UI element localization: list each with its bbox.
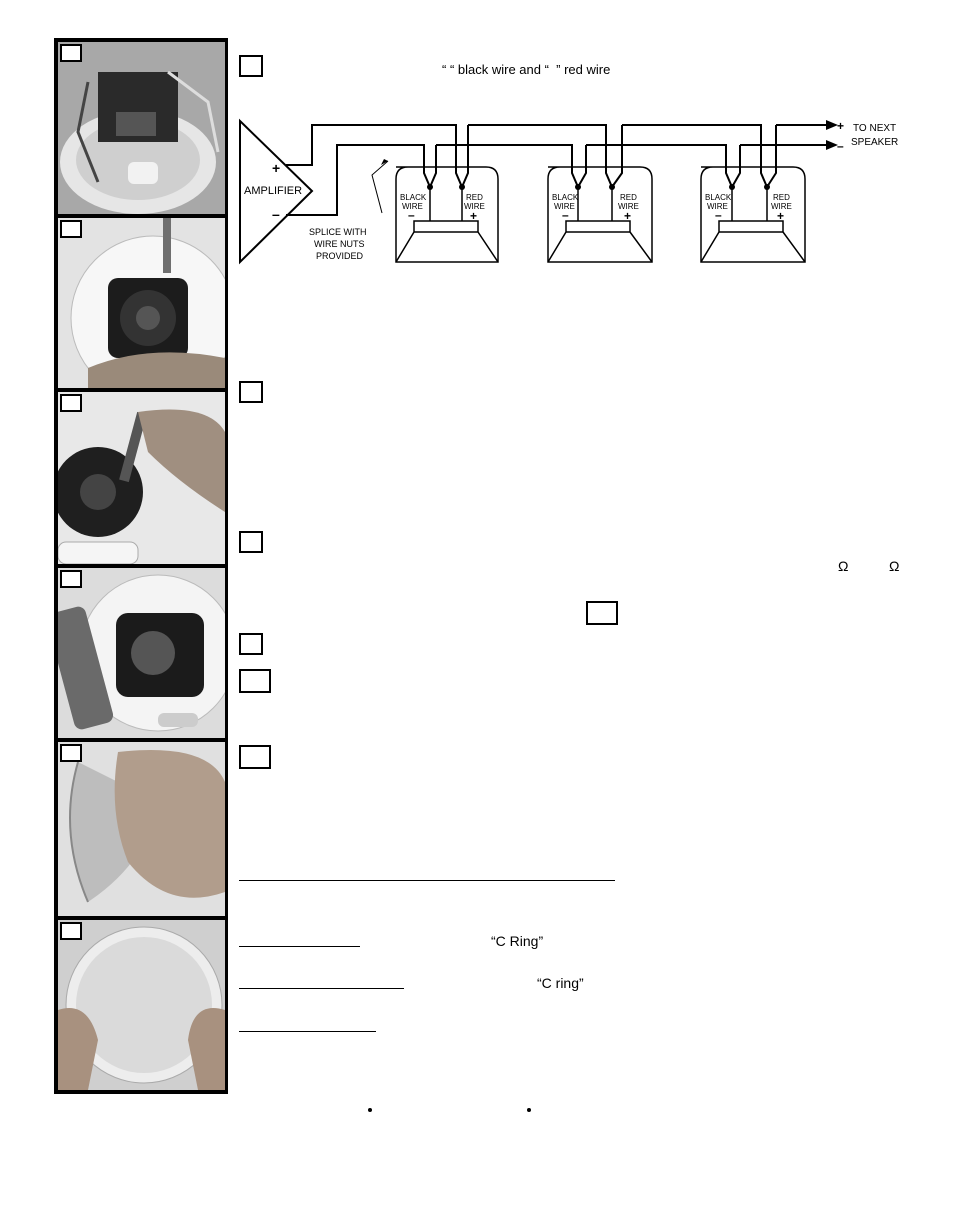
to-next-line2: SPEAKER: [851, 137, 898, 148]
speaker2-minus: –: [562, 208, 569, 222]
amplifier-minus: –: [272, 206, 280, 222]
speaker1-black-wire-1: BLACK: [400, 193, 427, 202]
photo-speaker-back: [58, 42, 225, 214]
speaker-cone-1: [395, 220, 499, 263]
speaker3-black-wire-2: WIRE: [707, 202, 728, 211]
speaker3-black-wire-1: BLACK: [705, 193, 732, 202]
speaker2-red-wire-1: RED: [620, 193, 637, 202]
photo-grille-install-image: [58, 742, 225, 916]
photo-screwdriver-image: [58, 392, 225, 564]
speaker-box-3: [700, 166, 806, 263]
speaker-box-1: [395, 166, 499, 263]
photo-number-box: [60, 570, 82, 588]
photo-grille-install: [58, 742, 225, 916]
speaker3-red-wire-1: RED: [773, 193, 790, 202]
speaker2-black-wire-2: WIRE: [554, 202, 575, 211]
photo-speaker-back-image: [58, 42, 225, 214]
amplifier-symbol: [239, 118, 314, 265]
speaker-box-2: [547, 166, 653, 263]
bullet-dot-1: [368, 1108, 372, 1112]
photo-speaker-front-image: [58, 218, 225, 388]
speaker3-minus: –: [715, 208, 722, 222]
photo-speaker-front-screw: [58, 218, 225, 388]
c-ring-label-2: “C ring”: [537, 975, 584, 991]
step-box-5: [239, 669, 271, 693]
step-box-4: [239, 633, 263, 655]
speaker1-red-wire-1: RED: [466, 193, 483, 202]
speaker1-black-wire-2: WIRE: [402, 202, 423, 211]
step-box-3: [239, 531, 263, 553]
splice-label-line2: WIRE NUTS: [314, 239, 365, 249]
photo-number-box: [60, 744, 82, 762]
ohm-symbol-1: Ω: [838, 558, 849, 574]
step1-text: “ “ black wire and “ ” red wire: [442, 62, 611, 77]
amplifier-plus: +: [272, 160, 280, 176]
ohm-symbol-2: Ω: [889, 558, 900, 574]
speaker2-plus: +: [624, 209, 631, 223]
step-box-2: [239, 381, 263, 403]
option-1-underline: [239, 946, 360, 947]
step-box-6: [239, 745, 271, 769]
wiring-diagram: AMPLIFIER + – SPLICE WITH WIRE NUTS PROV…: [239, 118, 898, 265]
section-heading-underline: [239, 880, 615, 881]
photo-number-box: [60, 394, 82, 412]
speaker2-red-wire-2: WIRE: [618, 202, 639, 211]
photo-grille-front: [58, 920, 225, 1090]
next-plus: +: [837, 119, 844, 133]
photo-spray: [58, 568, 225, 738]
photo-number-box: [60, 922, 82, 940]
option-3-underline: [239, 1031, 376, 1032]
inline-step-box: [586, 601, 618, 625]
bullet-dot-2: [527, 1108, 531, 1112]
speaker1-plus: +: [470, 209, 477, 223]
splice-label-line3: PROVIDED: [316, 251, 364, 261]
photo-spray-image: [58, 568, 225, 738]
step-box-1: [239, 55, 263, 77]
photo-grille-front-image: [58, 920, 225, 1090]
speaker3-red-wire-2: WIRE: [771, 202, 792, 211]
speaker1-red-wire-2: WIRE: [464, 202, 485, 211]
splice-label-line1: SPLICE WITH: [309, 227, 367, 237]
photo-strip: [54, 38, 228, 1094]
amplifier-label: AMPLIFIER: [244, 185, 302, 197]
next-minus: –: [837, 139, 844, 153]
photo-number-box: [60, 220, 82, 238]
photo-screwdriver: [58, 392, 225, 564]
option-2-underline: [239, 988, 404, 989]
speaker2-black-wire-1: BLACK: [552, 193, 579, 202]
speaker3-plus: +: [777, 209, 784, 223]
c-ring-label-1: “C Ring”: [491, 933, 544, 949]
to-next-line1: TO NEXT: [853, 123, 896, 134]
speaker1-minus: –: [408, 208, 415, 222]
speaker-cone-3: [700, 220, 806, 263]
speaker-cone-2: [547, 220, 653, 263]
photo-number-box: [60, 44, 82, 62]
